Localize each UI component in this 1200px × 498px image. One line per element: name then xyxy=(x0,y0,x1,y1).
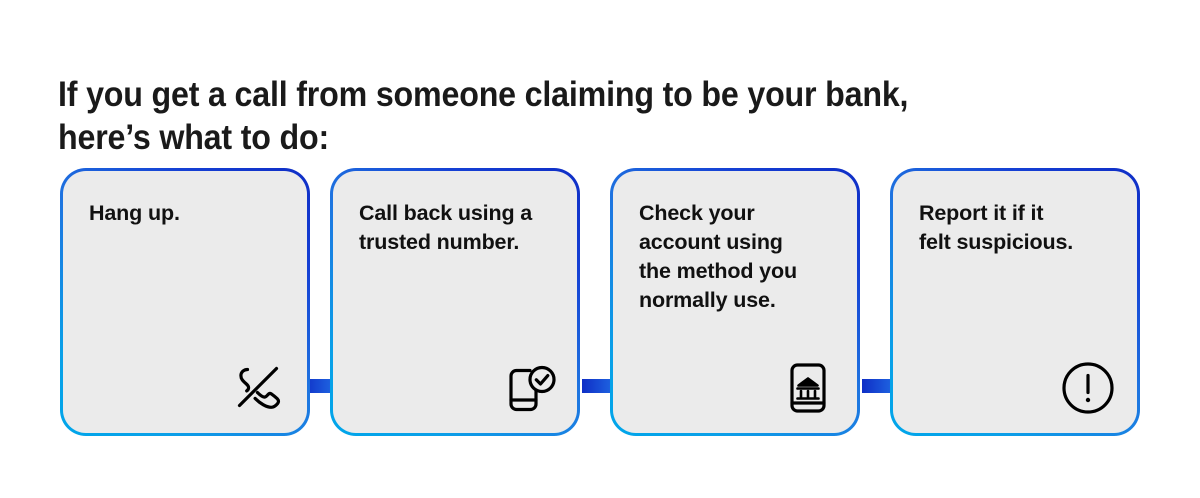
step-card-2-body: Call back using a trusted number. xyxy=(333,171,577,433)
step-card-4-label: Report it if it felt suspicious. xyxy=(919,201,1074,254)
phone-hangup-icon xyxy=(227,357,289,419)
phone-bank-icon xyxy=(777,357,839,419)
step-card-4[interactable]: Report it if it felt suspicious. xyxy=(890,168,1140,436)
step-card-2-label: Call back using a trusted number. xyxy=(359,201,533,254)
step-card-1-label: Hang up. xyxy=(89,201,180,225)
step-card-1-body: Hang up. xyxy=(63,171,307,433)
exclamation-circle-icon xyxy=(1057,357,1119,419)
step-card-3-label: Check your account using the method you … xyxy=(639,201,797,312)
page-title: If you get a call from someone claiming … xyxy=(58,75,909,158)
step-card-3[interactable]: Check your account using the method you … xyxy=(610,168,860,436)
step-card-4-body: Report it if it felt suspicious. xyxy=(893,171,1137,433)
step-card-2[interactable]: Call back using a trusted number. xyxy=(330,168,580,436)
phone-verified-check-icon xyxy=(497,357,559,419)
step-card-1[interactable]: Hang up. xyxy=(60,168,310,436)
steps-flow: Hang up. Call back using a trusted numbe… xyxy=(60,168,1140,436)
step-card-3-body: Check your account using the method you … xyxy=(613,171,857,433)
